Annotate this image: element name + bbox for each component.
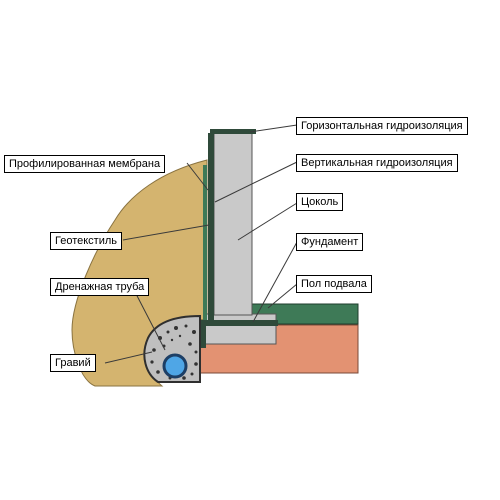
label-foundation: Фундамент xyxy=(296,233,364,251)
label-profiled-membrane: Профилированная мембрана xyxy=(4,155,166,173)
vertical-waterproofing-strip xyxy=(208,133,214,321)
profiled-membrane-strip xyxy=(203,165,207,320)
label-geotextile: Геотекстиль xyxy=(50,232,123,250)
footing-membrane-wrap xyxy=(200,320,278,348)
label-basement-floor: Пол подвала xyxy=(296,275,372,293)
drain-pipe xyxy=(162,353,188,379)
leader-lines xyxy=(104,124,298,364)
label-horizontal-waterproofing: Горизонтальная гидроизоляция xyxy=(296,117,468,135)
foundation-footing xyxy=(203,313,277,345)
label-gravel: Гравий xyxy=(50,354,96,372)
label-drain-pipe: Дренажная труба xyxy=(50,278,150,296)
label-plinth: Цоколь xyxy=(296,193,344,211)
plinth-wall xyxy=(213,132,253,316)
label-vertical-waterproofing: Вертикальная гидроизоляция xyxy=(296,154,458,172)
horizontal-waterproofing-strip xyxy=(210,129,256,134)
